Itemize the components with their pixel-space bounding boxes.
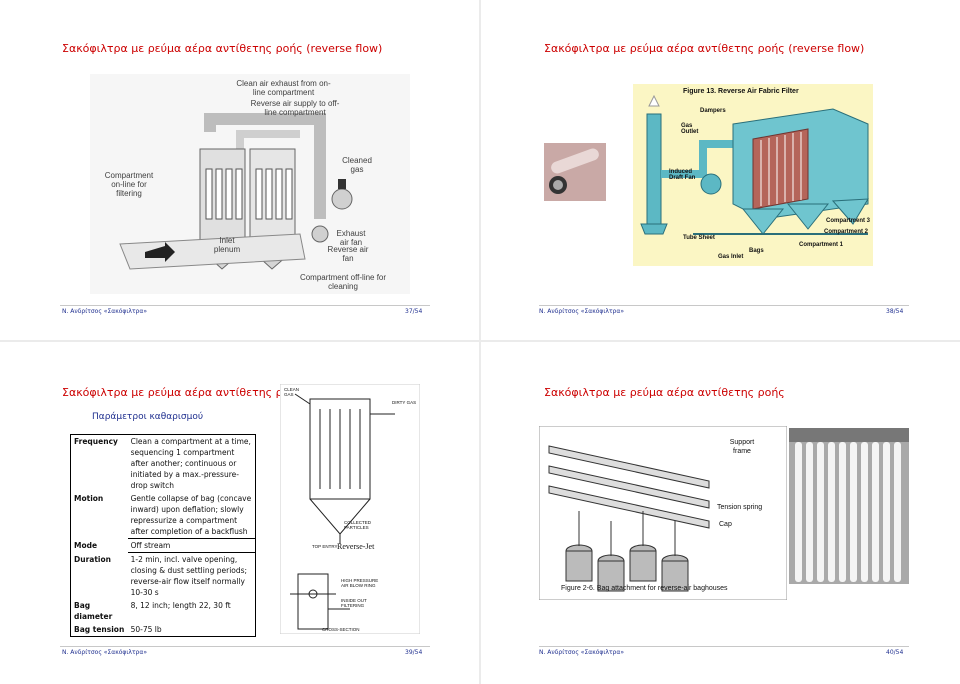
footer-author: Ν. Ανδρίτσος «Σακόφιλτρα» — [539, 308, 624, 315]
footer-divider — [539, 646, 909, 647]
label-reverse-jet: Reverse-Jet — [337, 542, 375, 551]
label-cap: Cap — [719, 521, 732, 528]
label-dirty-gas: DIRTY GAS — [392, 400, 417, 405]
label-reverse-fan: Reverse air fan — [327, 245, 369, 263]
param-key: Frequency — [74, 437, 118, 446]
param-key: Bag tension — [74, 625, 125, 634]
table-row: Frequency Clean a compartment at a time,… — [71, 435, 256, 493]
slide-38: Σακόφιλτρα με ρεύμα αέρα αντίθετης ροής … — [481, 0, 960, 340]
label-inlet-plenum: Inlet plenum — [213, 236, 241, 254]
footer-author: Ν. Ανδρίτσος «Σακόφιλτρα» — [62, 649, 147, 656]
param-key: Mode — [74, 540, 98, 550]
bag-attachment-figure — [539, 426, 787, 600]
label-clean-air: Clean air exhaust from on-line compartme… — [236, 79, 331, 97]
label-compartment-online: Compartment on-line for filtering — [104, 171, 154, 198]
label-compartment-2: Compartment 2 — [824, 229, 869, 235]
label-dampers: Dampers — [700, 108, 726, 114]
parameters-subtitle: Παράμετροι καθαρισμού — [92, 412, 204, 422]
param-key: Bag diameter — [74, 601, 113, 621]
label-tube-sheet: Tube Sheet — [683, 235, 715, 241]
page-number: 37/54 — [405, 308, 423, 315]
label-top-entry: TOP ENTRY — [312, 544, 338, 549]
slide-40: Σακόφιλτρα με ρεύμα αέρα αντίθετης ροής … — [481, 342, 960, 684]
figure-caption: Figure 2-6. Bag attachment for reverse-a… — [561, 585, 728, 592]
param-key: Motion — [74, 494, 104, 503]
footer-divider — [60, 305, 430, 306]
filter-bag-photo — [544, 143, 606, 201]
slide-title: Σακόφιλτρα με ρεύμα αέρα αντίθετης ροής — [62, 386, 303, 399]
footer-author: Ν. Ανδρίτσος «Σακόφιλτρα» — [62, 308, 147, 315]
cleaning-parameters-table: Frequency Clean a compartment at a time,… — [70, 434, 256, 637]
footer-divider — [539, 305, 909, 306]
label-support-frame: Support frame — [729, 439, 755, 455]
label-jet-air: HIGH PRESSURE AIR BLOW RING — [341, 578, 379, 588]
label-collected-particles: COLLECTED PARTICLES — [344, 520, 372, 530]
slide-title: Σακόφιλτρα με ρεύμα αέρα αντίθετης ροής — [544, 386, 785, 399]
param-value: 50-75 lb — [130, 625, 162, 634]
label-compartment-3: Compartment 3 — [826, 218, 871, 224]
reverse-flow-baghouse-diagram — [90, 74, 410, 294]
label-gas-inlet: Gas Inlet — [718, 254, 744, 260]
label-inside-out: INSIDE OUT FILTERING — [341, 598, 367, 608]
reverse-air-fabric-filter-figure — [633, 84, 873, 266]
page-number: 40/54 — [886, 649, 904, 656]
label-compartment-offline: Compartment off-line for cleaning — [299, 273, 387, 291]
table-row: Bag tension 50-75 lb — [71, 623, 256, 637]
table-row: Motion Gentle collapse of bag (concave i… — [71, 492, 256, 539]
label-gas-outlet: Gas Outlet — [681, 123, 699, 135]
slide-39: Σακόφιλτρα με ρεύμα αέρα αντίθετης ροής … — [0, 342, 479, 684]
bag-photo — [789, 428, 909, 584]
label-clean-gas: CLEAN GAS — [284, 387, 300, 397]
footer-author: Ν. Ανδρίτσος «Σακόφιλτρα» — [539, 649, 624, 656]
slide-37: Σακόφιλτρα με ρεύμα αέρα αντίθετης ροής … — [0, 0, 479, 340]
footer-divider — [60, 646, 430, 647]
slide-title: Σακόφιλτρα με ρεύμα αέρα αντίθετης ροής … — [544, 42, 865, 55]
table-row: Bag diameter 8, 12 inch; length 22, 30 f… — [71, 599, 256, 623]
figure-title: Figure 13. Reverse Air Fabric Filter — [683, 88, 799, 95]
label-tension-spring: Tension spring — [717, 504, 763, 511]
page-number: 39/54 — [405, 649, 423, 656]
param-value: Off stream — [127, 538, 256, 553]
label-cross-section: CROSS-SECTION — [322, 627, 360, 632]
label-cleaned-gas: Cleaned gas — [342, 156, 372, 174]
param-value: 8, 12 inch; length 22, 30 ft — [130, 601, 231, 610]
reverse-jet-line-drawing — [280, 384, 420, 634]
table-row: Mode Off stream — [71, 538, 256, 553]
slide-title: Σακόφιλτρα με ρεύμα αέρα αντίθετης ροής … — [62, 42, 383, 55]
label-exhaust-fan: Exhaust air fan — [336, 229, 366, 247]
label-compartment-1: Compartment 1 — [799, 242, 844, 248]
page-number: 38/54 — [886, 308, 904, 315]
label-induced-draft-fan: Induced Draft Fan — [669, 169, 696, 181]
param-key: Duration — [74, 554, 111, 564]
label-bags: Bags — [749, 248, 764, 254]
param-value: Gentle collapse of bag (concave inward) … — [127, 492, 256, 539]
label-reverse-supply: Reverse air supply to off-line compartme… — [250, 99, 340, 117]
param-value: Clean a compartment at a time, sequencin… — [130, 437, 251, 490]
param-value: 1-2 min, incl. valve opening, closing & … — [130, 555, 248, 597]
table-row: Duration 1-2 min, incl. valve opening, c… — [71, 553, 256, 600]
